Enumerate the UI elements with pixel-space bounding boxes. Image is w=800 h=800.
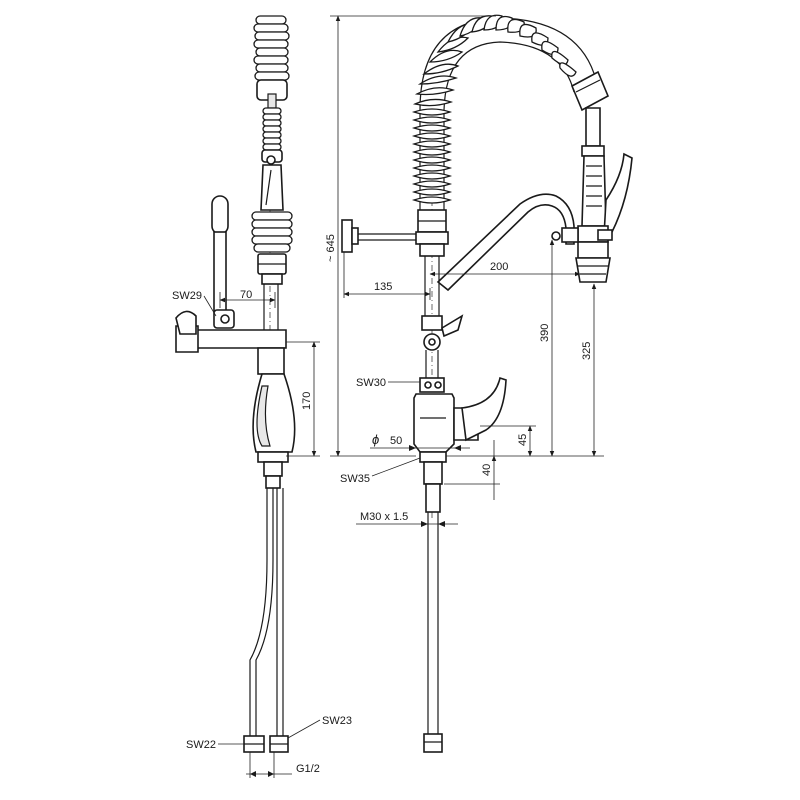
- phi-symbol: ϕ: [372, 432, 379, 447]
- label-sw23: SW23: [322, 715, 352, 727]
- side-lower-spring: [251, 211, 293, 253]
- dim-45: 45: [517, 434, 529, 446]
- label-m30: M30 x 1.5: [360, 511, 408, 523]
- dim-50: 50: [390, 435, 402, 447]
- dim-170: 170: [301, 392, 313, 410]
- label-sw29: SW29: [172, 290, 202, 302]
- front-spring-coils: [411, 14, 577, 204]
- dim-135: 135: [374, 281, 392, 293]
- side-spring-coil: [253, 15, 290, 81]
- side-view: 70 SW29 170 SW22 SW23 G1/2: [172, 15, 352, 778]
- dim-645: ~ 645: [325, 234, 337, 262]
- label-sw35: SW35: [340, 473, 370, 485]
- dim-200: 200: [490, 261, 508, 273]
- dim-390: 390: [539, 324, 551, 342]
- label-sw30: SW30: [356, 377, 386, 389]
- dim-70: 70: [240, 289, 252, 301]
- dim-40: 40: [481, 464, 493, 476]
- side-spout: [211, 195, 235, 329]
- label-sw22: SW22: [186, 739, 216, 751]
- dim-325: 325: [581, 342, 593, 360]
- side-inner-spring: [262, 107, 282, 151]
- label-g12: G1/2: [296, 763, 320, 775]
- front-view: ~ 645 135 200 390 325 ϕ 50 45 40 SW30: [325, 14, 633, 753]
